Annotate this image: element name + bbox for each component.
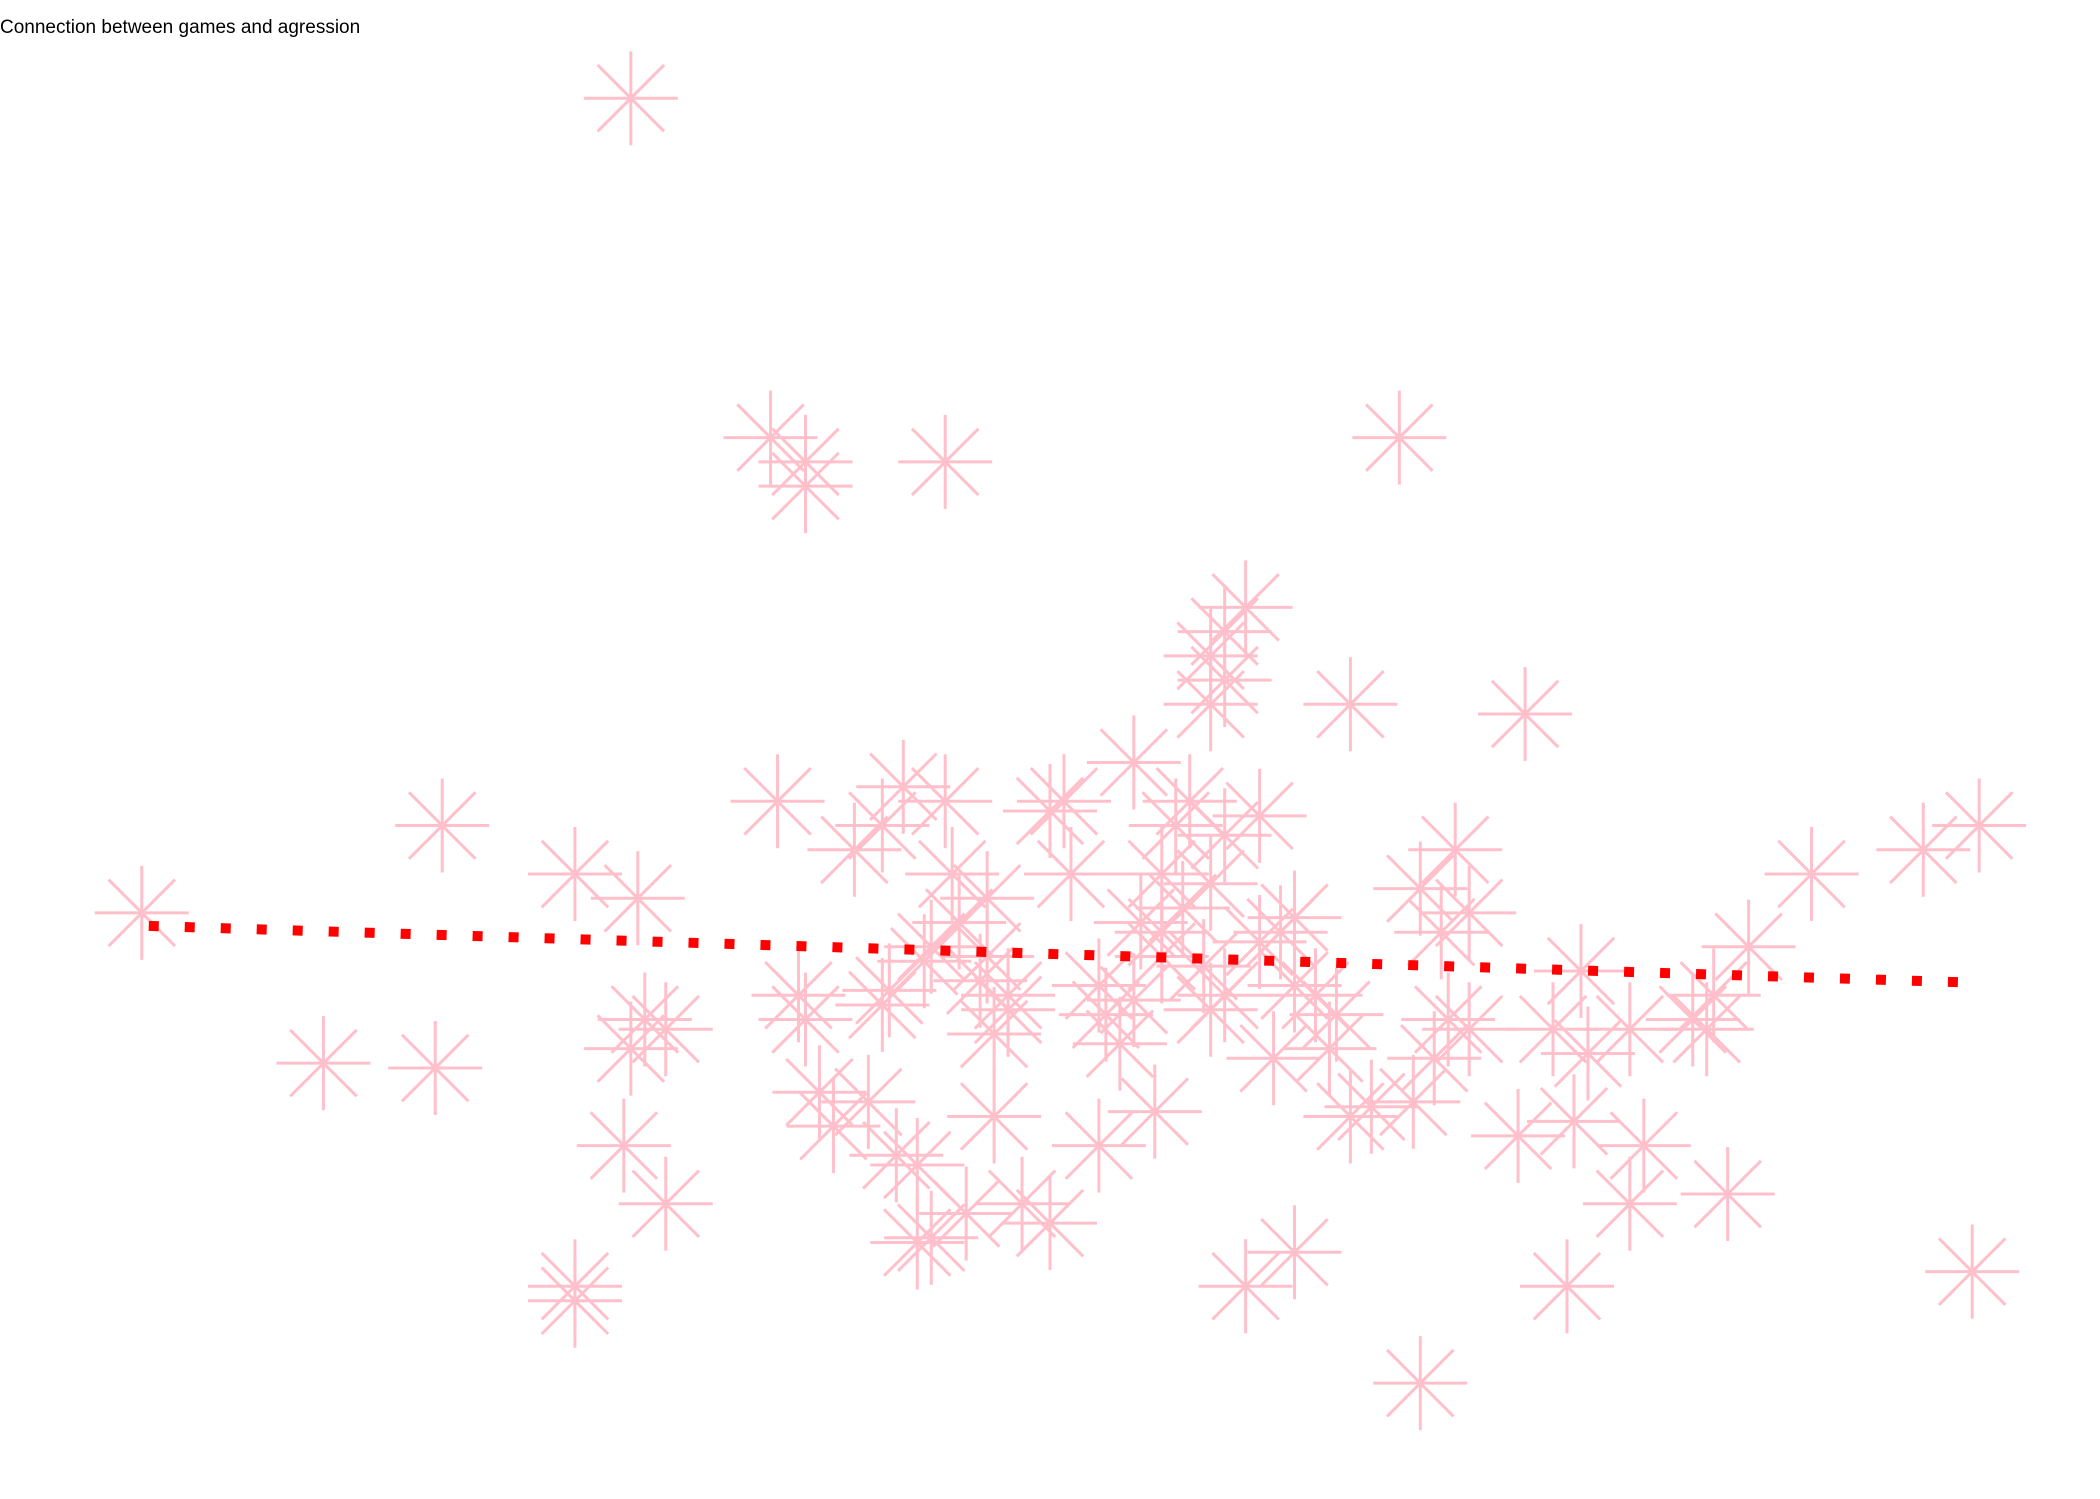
data-point [1478, 667, 1573, 762]
data-point [856, 739, 951, 834]
data-point [758, 439, 853, 534]
data-point [1582, 1156, 1677, 1251]
data-point [1352, 390, 1447, 485]
data-point [1177, 633, 1272, 728]
data-point [388, 1020, 483, 1115]
data-point [1366, 1054, 1461, 1149]
data-point [877, 914, 972, 1009]
data-point [1163, 962, 1258, 1057]
data-point [912, 875, 1007, 970]
data-point [1003, 1176, 1097, 1271]
data-point [1023, 827, 1118, 922]
data-point [1163, 657, 1258, 752]
data-point [786, 1079, 881, 1174]
data-point [1016, 754, 1111, 849]
data-point [1107, 1064, 1202, 1159]
data-point [1408, 802, 1503, 897]
data-point [758, 972, 853, 1067]
data-point [1701, 899, 1796, 994]
data-point [1226, 1011, 1321, 1106]
data-point [1198, 560, 1293, 655]
data-point [884, 1190, 979, 1285]
data-point [835, 778, 930, 873]
data-point [1394, 885, 1489, 980]
data-point [1666, 948, 1761, 1043]
data-point [1422, 982, 1517, 1077]
data-point [1051, 938, 1146, 1033]
data-point [1198, 1239, 1293, 1334]
data-point [1680, 1147, 1775, 1242]
data-point [1533, 924, 1628, 1019]
trend-line-layer [148, 920, 1959, 988]
data-point [527, 1253, 622, 1348]
data-point [1247, 938, 1342, 1033]
data-point [1086, 953, 1181, 1048]
data-point [1051, 1098, 1146, 1193]
data-point [1471, 1088, 1566, 1183]
data-point [1324, 1059, 1419, 1154]
data-point [618, 1156, 713, 1251]
data-point [1401, 972, 1496, 1067]
data-point [870, 1195, 965, 1290]
data-point [1582, 982, 1677, 1077]
data-point [583, 51, 678, 146]
data-point [1058, 967, 1153, 1062]
data-point [1303, 657, 1398, 752]
data-point [905, 827, 1000, 922]
data-point [1764, 827, 1859, 922]
data-point [597, 972, 692, 1067]
data-point [618, 982, 713, 1077]
data-point [821, 1054, 916, 1149]
data-point [1373, 1336, 1468, 1431]
data-point [1289, 967, 1384, 1062]
data-point [842, 943, 937, 1038]
data-point [1247, 1205, 1342, 1300]
data-point [1177, 584, 1272, 679]
data-point [772, 1045, 867, 1140]
data-point [583, 1001, 678, 1096]
data-point [1526, 1074, 1621, 1169]
data-point [919, 1166, 1014, 1261]
data-point [1596, 1098, 1691, 1193]
data-point [1932, 778, 2027, 873]
data-point [1212, 768, 1307, 863]
data-point [835, 957, 930, 1052]
chart-title: Connection between games and agression [0, 17, 361, 38]
data-point [94, 865, 189, 960]
data-point [975, 1156, 1070, 1251]
data-point [1003, 763, 1097, 858]
data-point [961, 962, 1056, 1057]
data-point [1422, 865, 1517, 960]
data-point [590, 851, 685, 946]
data-point [1519, 1239, 1614, 1334]
data-point [1645, 972, 1740, 1067]
data-point [1925, 1224, 2020, 1319]
data-point [1177, 788, 1272, 883]
data-point [276, 1016, 371, 1111]
data-point [1128, 778, 1223, 873]
data-point [576, 1098, 671, 1193]
data-point [1303, 1069, 1398, 1164]
data-point [1282, 1001, 1377, 1096]
data-point [947, 1069, 1042, 1164]
data-point [898, 414, 993, 509]
trend-line [148, 920, 1959, 988]
data-point [947, 987, 1042, 1082]
data-point [395, 778, 490, 873]
data-point [807, 802, 902, 897]
data-point [1086, 715, 1181, 810]
data-point [527, 827, 622, 922]
data-point [723, 390, 818, 485]
data-point [1540, 1006, 1635, 1101]
data-point [730, 754, 825, 849]
points-layer [94, 51, 2027, 1431]
data-point [849, 1108, 944, 1203]
data-point [898, 754, 993, 849]
data-point [1072, 996, 1167, 1091]
